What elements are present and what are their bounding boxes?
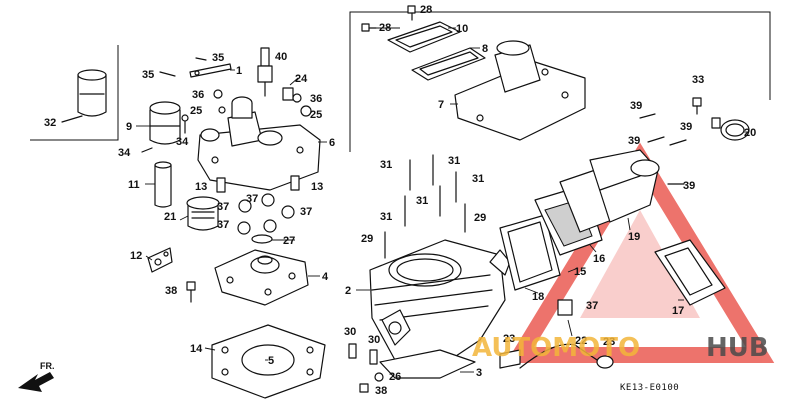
bracket-plate-1 <box>189 63 232 78</box>
hose-clamp-20 <box>711 117 750 141</box>
callout-11: 11 <box>128 179 140 191</box>
callout-23-right: 23 <box>603 336 615 348</box>
cylinder-head-6 <box>197 96 321 191</box>
reed-cover-17 <box>654 239 726 306</box>
bolt-screws-misc <box>141 57 312 193</box>
callout-31-d: 31 <box>416 195 428 207</box>
callout-37-e: 37 <box>586 300 598 312</box>
head-gasket-14 <box>211 324 326 399</box>
callout-39-b: 39 <box>628 135 640 147</box>
part-code: KE13-E0100 <box>620 383 679 393</box>
dowels-30 <box>348 343 378 365</box>
callout-27: 27 <box>283 235 295 247</box>
studs-31 <box>384 154 466 259</box>
callout-13-right: 13 <box>311 181 323 193</box>
callout-30-left: 30 <box>344 326 356 338</box>
bracket-12 <box>147 247 173 273</box>
callout-31-c: 31 <box>472 173 484 185</box>
nuts-37 <box>237 193 295 244</box>
callout-13-left: 13 <box>195 181 207 193</box>
watermark-text: AUTOMOTO HUB <box>472 333 769 363</box>
callout-25-right: 25 <box>310 109 322 121</box>
callout-26: 26 <box>389 371 401 383</box>
callout-34-left: 34 <box>118 147 131 159</box>
callout-29-left: 29 <box>361 233 373 245</box>
callout-25-left: 25 <box>190 105 202 117</box>
sleeve-part-32 <box>61 69 107 123</box>
callout-35-left: 35 <box>142 69 154 81</box>
callout-30-right: 30 <box>368 334 380 346</box>
callout-39-c: 39 <box>680 121 692 133</box>
callout-31-a: 31 <box>380 159 392 171</box>
screws-39-33 <box>639 97 702 185</box>
water-joint-4 <box>214 249 309 306</box>
fasteners-26-38 <box>359 372 384 393</box>
callout-17: 17 <box>672 305 684 317</box>
callout-16: 16 <box>593 253 605 265</box>
watermark-text-a: AUTOMOTO <box>472 333 640 363</box>
callout-6: 6 <box>329 137 335 149</box>
cover-7 <box>454 40 586 141</box>
callout-37-d: 37 <box>217 219 229 231</box>
callout-38-bottom: 38 <box>375 385 387 397</box>
callout-22: 22 <box>575 335 587 347</box>
callout-37-c: 37 <box>300 206 312 218</box>
bolts-28 <box>361 5 416 32</box>
callout-5: 5 <box>268 355 274 367</box>
callout-29-right: 29 <box>474 212 486 224</box>
callout-18: 18 <box>532 291 544 303</box>
gasket-10 <box>387 21 461 53</box>
callout-9: 9 <box>126 121 132 133</box>
callout-12: 12 <box>130 250 142 262</box>
callout-32: 32 <box>44 117 56 129</box>
callout-21: 21 <box>164 211 176 223</box>
subassembly-frames <box>30 11 771 152</box>
callout-40: 40 <box>275 51 287 63</box>
callout-1: 1 <box>236 65 242 77</box>
callout-37-b: 37 <box>246 193 258 205</box>
callout-34-right: 34 <box>176 136 189 148</box>
callout-23-left: 23 <box>503 333 515 345</box>
callout-19: 19 <box>628 231 640 243</box>
callout-3: 3 <box>476 367 482 379</box>
thermostat-21 <box>186 196 220 231</box>
callout-8: 8 <box>482 43 488 55</box>
hose-22 <box>499 299 614 369</box>
front-direction-arrow: FR. <box>18 361 55 392</box>
callout-31-b: 31 <box>448 155 460 167</box>
callout-20: 20 <box>744 127 756 139</box>
callout-28-left: 28 <box>379 22 391 34</box>
spark-plug-40 <box>257 47 273 97</box>
direction-label: FR. <box>40 361 55 371</box>
leader-lines <box>136 27 749 373</box>
callout-14: 14 <box>190 343 203 355</box>
cylinder-2 <box>369 239 511 361</box>
callout-15: 15 <box>574 266 586 278</box>
callout-33: 33 <box>692 74 704 86</box>
callout-38-left: 38 <box>165 285 177 297</box>
callout-39-d: 39 <box>683 180 695 192</box>
thermostat-cover-9 <box>149 101 181 145</box>
watermark-text-b: HUB <box>706 333 769 363</box>
callout-39-a: 39 <box>630 100 642 112</box>
callout-10: 10 <box>456 23 468 35</box>
callout-31-e: 31 <box>380 211 392 223</box>
gasket-8 <box>411 47 486 81</box>
bolt-38-left <box>186 281 196 303</box>
callout-2: 2 <box>345 285 351 297</box>
callout-28-top: 28 <box>420 4 432 16</box>
reed-valve-assembly <box>499 149 660 291</box>
callout-labels: 1 2 3 4 5 6 7 8 9 10 11 12 13 13 14 15 1… <box>44 4 756 397</box>
callout-7: 7 <box>438 99 444 111</box>
callout-35-top: 35 <box>212 52 224 64</box>
callout-36-right: 36 <box>310 93 322 105</box>
callout-4: 4 <box>322 271 329 283</box>
callout-36-left: 36 <box>192 89 204 101</box>
callout-37-a: 37 <box>217 201 229 213</box>
cylinder-gasket-3 <box>379 349 476 379</box>
pipe-11 <box>154 161 172 208</box>
callout-24: 24 <box>295 73 308 85</box>
